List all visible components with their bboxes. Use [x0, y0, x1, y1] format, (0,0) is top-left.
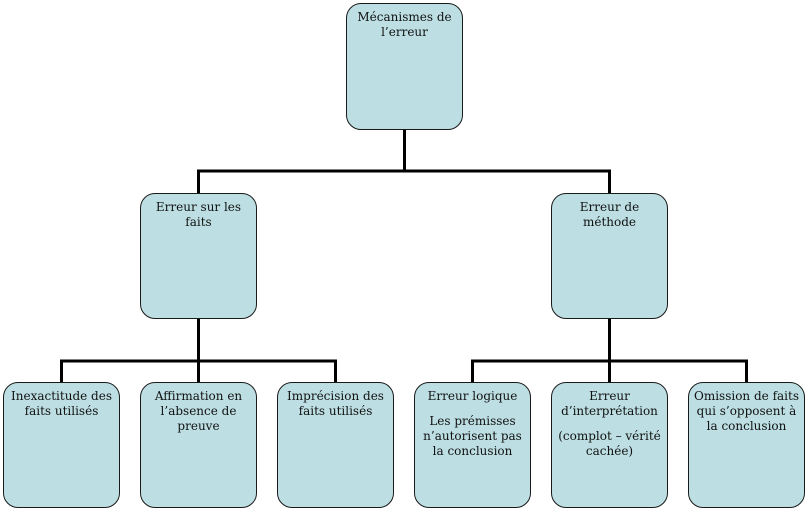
node-omission-de-faits-label: Omission de faits qui s’opposent à la co…	[694, 389, 799, 433]
node-erreur-interpretation: Erreur d’interprétation (complot – vérit…	[551, 382, 668, 508]
node-affirmation: Affirmation en l’absence de preuve	[140, 382, 257, 508]
node-root-label: Mécanismes de l’erreur	[357, 10, 452, 39]
node-imprecision: Imprécision des faits utilisés	[277, 382, 394, 508]
node-spacer	[419, 404, 526, 414]
node-erreur-sur-les-faits: Erreur sur les faits	[140, 193, 257, 319]
node-erreur-logique-label: Erreur logique	[427, 389, 518, 403]
node-imprecision-label: Imprécision des faits utilisés	[287, 389, 384, 418]
node-omission-de-faits: Omission de faits qui s’opposent à la co…	[688, 382, 805, 508]
node-root: Mécanismes de l’erreur	[346, 3, 463, 130]
node-erreur-interpretation-label: Erreur d’interprétation	[561, 389, 658, 418]
node-erreur-logique: Erreur logique Les prémisses n’autorisen…	[414, 382, 531, 508]
node-erreur-interpretation-note: (complot – vérité cachée)	[558, 429, 661, 458]
node-erreur-de-methode: Erreur de méthode	[551, 193, 668, 319]
node-erreur-sur-les-faits-label: Erreur sur les faits	[155, 200, 242, 229]
node-inexactitude: Inexactitude des faits utilisés	[3, 382, 120, 508]
node-erreur-logique-note: Les prémisses n’autorisent pas la conclu…	[423, 414, 522, 458]
node-spacer	[556, 419, 663, 429]
node-affirmation-label: Affirmation en l’absence de preuve	[154, 389, 243, 433]
node-inexactitude-label: Inexactitude des faits utilisés	[11, 389, 112, 418]
node-erreur-de-methode-label: Erreur de méthode	[579, 200, 640, 229]
